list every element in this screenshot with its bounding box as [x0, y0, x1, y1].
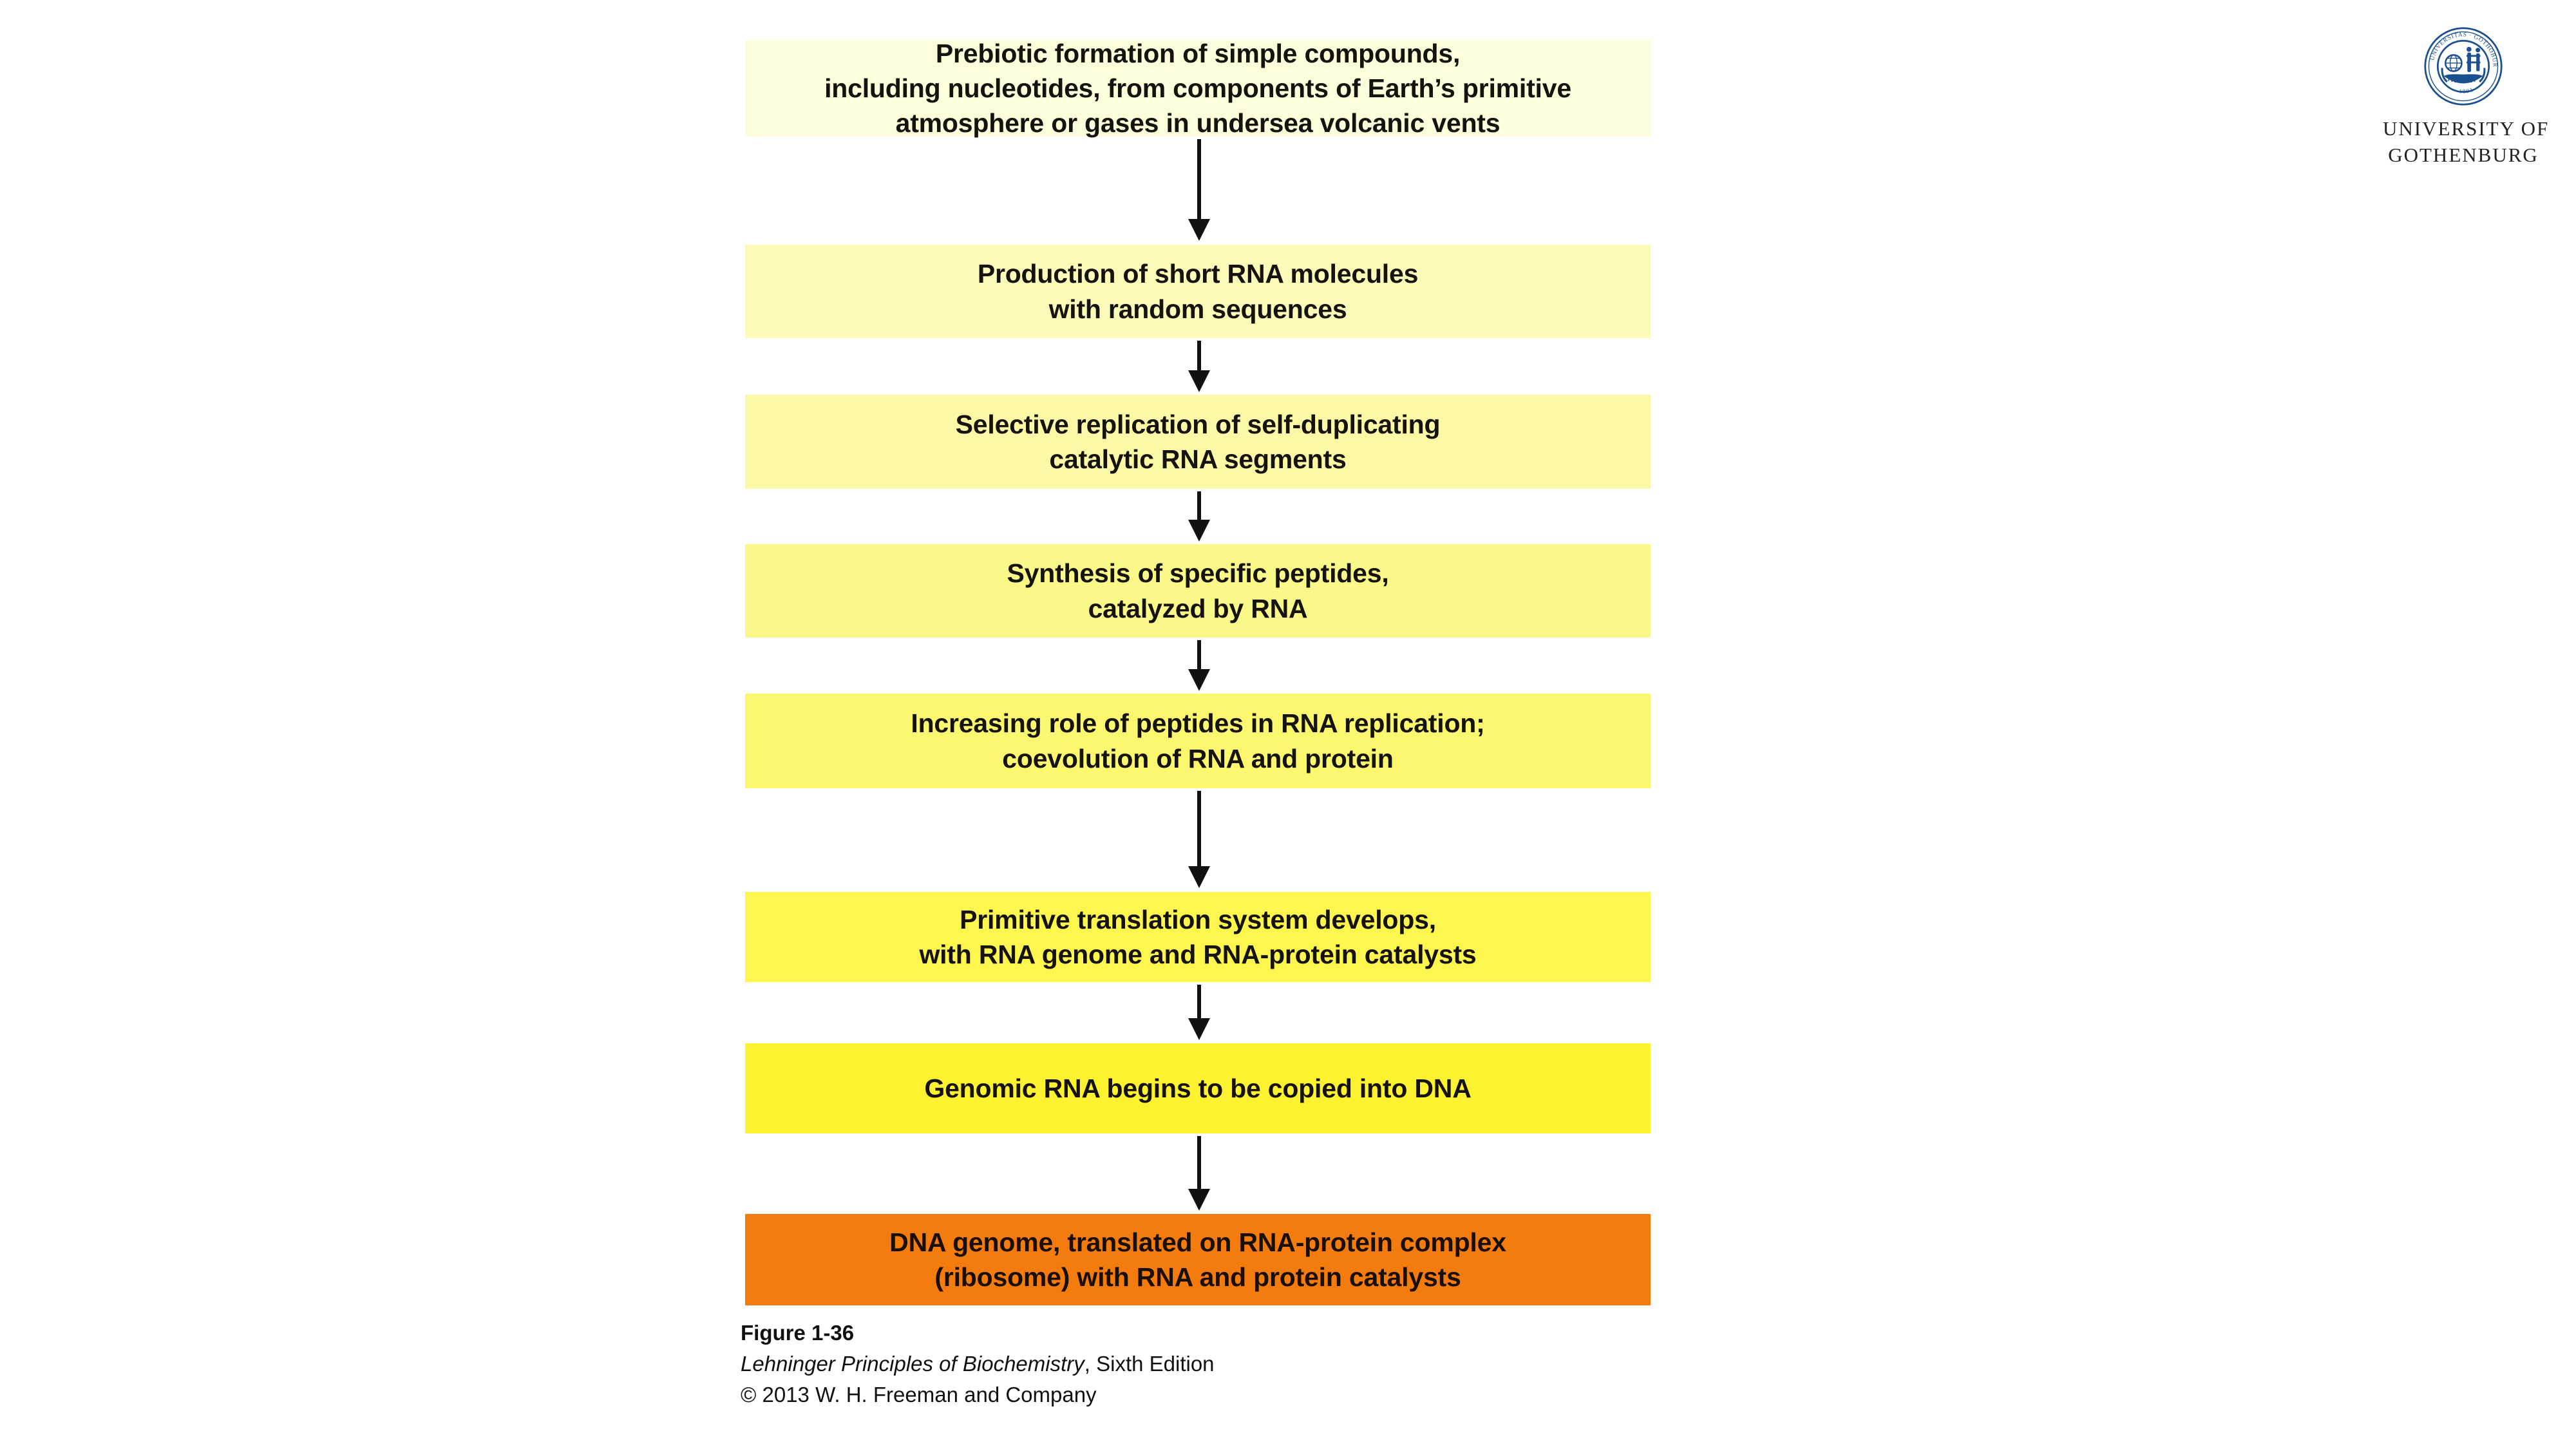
flow-step-1-line-2: including nucleotides, from components o… — [824, 73, 1571, 103]
flow-step-5-text: Increasing role of peptides in RNA repli… — [902, 706, 1493, 775]
brand-name-line-2: GOTHENBURG — [2388, 143, 2539, 166]
flow-arrow-4-shaft — [1197, 640, 1201, 669]
copyright-notice: © 2013 W. H. Freeman and Company — [741, 1383, 1097, 1407]
flow-step-3-line-1: Selective replication of self-duplicatin… — [955, 409, 1441, 439]
flow-step-6: Primitive translation system develops, w… — [745, 892, 1651, 982]
flow-arrow-5-head — [1188, 866, 1210, 888]
flow-arrow-2-head — [1188, 370, 1210, 392]
flow-step-7-line-1: Genomic RNA begins to be copied into DNA — [924, 1073, 1472, 1103]
flow-step-6-line-2: with RNA genome and RNA-protein catalyst… — [919, 940, 1477, 969]
flow-step-4-line-2: catalyzed by RNA — [1088, 593, 1308, 623]
flow-step-2-text: Production of short RNA molecules with r… — [969, 256, 1427, 326]
figure-caption: Figure 1-36 Lehninger Principles of Bioc… — [741, 1318, 1215, 1411]
flow-step-8-line-1: DNA genome, translated on RNA-protein co… — [889, 1227, 1506, 1257]
flow-step-4: Synthesis of specific peptides, catalyze… — [745, 544, 1651, 638]
flow-step-1: Prebiotic formation of simple compounds,… — [745, 39, 1651, 138]
university-of-gothenburg-seal-icon: UNIVERSITAS · GOTHOBURGENSIS · 1891 · — [2423, 26, 2503, 106]
brand-name-line-1: UNIVERSITY OF — [2383, 117, 2550, 140]
flow-arrow-7-shaft — [1197, 1136, 1201, 1189]
flow-arrow-4-head — [1188, 669, 1210, 691]
flow-arrow-6-shaft — [1197, 985, 1201, 1018]
flow-step-3-text: Selective replication of self-duplicatin… — [947, 407, 1450, 477]
svg-text:UNIVERSITAS · GOTHOBURGENSIS: UNIVERSITAS · GOTHOBURGENSIS — [2423, 26, 2498, 68]
flow-step-8-text: DNA genome, translated on RNA-protein co… — [880, 1225, 1515, 1294]
flow-step-5-line-1: Increasing role of peptides in RNA repli… — [911, 708, 1485, 739]
flow-arrow-2-shaft — [1197, 341, 1201, 370]
flow-step-8: DNA genome, translated on RNA-protein co… — [745, 1214, 1651, 1305]
flow-step-1-line-1: Prebiotic formation of simple compounds, — [935, 38, 1461, 68]
flow-step-4-line-1: Synthesis of specific peptides, — [1007, 558, 1389, 589]
book-edition: , Sixth Edition — [1084, 1352, 1215, 1376]
flow-arrow-5-shaft — [1197, 791, 1201, 866]
evolution-flowchart: Prebiotic formation of simple compounds,… — [745, 0, 1651, 1449]
university-branding: UNIVERSITAS · GOTHOBURGENSIS · 1891 · UN… — [2383, 26, 2550, 169]
flow-step-7: Genomic RNA begins to be copied into DNA — [745, 1043, 1651, 1133]
flow-step-5-line-2: coevolution of RNA and protein — [1002, 743, 1394, 773]
flow-step-4-text: Synthesis of specific peptides, catalyze… — [998, 556, 1397, 625]
flow-step-6-text: Primitive translation system develops, w… — [910, 902, 1485, 972]
flow-step-3-line-2: catalytic RNA segments — [1049, 444, 1347, 474]
book-title: Lehninger Principles of Biochemistry — [741, 1352, 1084, 1376]
flow-arrow-1-shaft — [1197, 139, 1201, 219]
flow-arrow-3-head — [1188, 520, 1210, 542]
flow-step-8-line-2: (ribosome) with RNA and protein catalyst… — [934, 1262, 1461, 1292]
flow-arrow-3-shaft — [1197, 491, 1201, 520]
flow-step-7-text: Genomic RNA begins to be copied into DNA — [915, 1071, 1480, 1106]
flow-step-2-line-1: Production of short RNA molecules — [977, 259, 1419, 289]
flow-arrow-1-head — [1188, 219, 1210, 241]
flow-step-2: Production of short RNA molecules with r… — [745, 245, 1651, 338]
flow-step-3: Selective replication of self-duplicatin… — [745, 395, 1651, 489]
svg-text:· 1891 ·: · 1891 · — [2453, 84, 2480, 95]
flow-step-1-text: Prebiotic formation of simple compounds,… — [815, 36, 1580, 140]
figure-number: Figure 1-36 — [741, 1321, 855, 1345]
figure-source: Lehninger Principles of Biochemistry, Si… — [741, 1349, 1215, 1379]
flow-step-6-line-1: Primitive translation system develops, — [960, 904, 1436, 934]
flow-arrow-6-head — [1188, 1018, 1210, 1040]
flow-arrow-7-head — [1188, 1189, 1210, 1211]
flow-step-2-line-2: with random sequences — [1048, 294, 1347, 324]
flow-step-1-line-3: atmosphere or gases in undersea volcanic… — [895, 108, 1501, 138]
flow-step-5: Increasing role of peptides in RNA repli… — [745, 694, 1651, 788]
